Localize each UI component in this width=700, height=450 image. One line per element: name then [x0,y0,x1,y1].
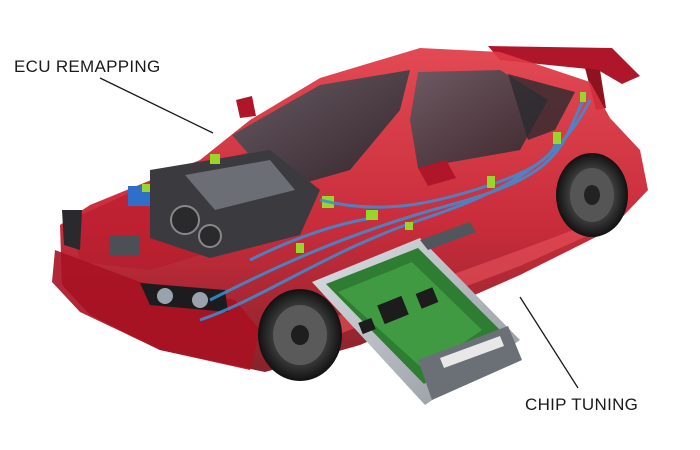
wiring-connectors [296,92,586,253]
headlights [62,210,228,312]
ecu-remapping-label: ECU REMAPPING [14,57,161,76]
wiring-harness [199,95,592,322]
ecu-module-icon [312,222,522,405]
mirror-right [418,160,456,186]
front-wheel [258,289,342,381]
mirror-left [236,96,256,118]
chip-tuning-label: CHIP TUNING [525,395,639,414]
rear-spoiler [488,46,640,110]
rear-wheel [556,153,628,237]
leader-line-chip [519,296,579,389]
engine [110,150,334,258]
leader-line-ecu [99,77,214,134]
